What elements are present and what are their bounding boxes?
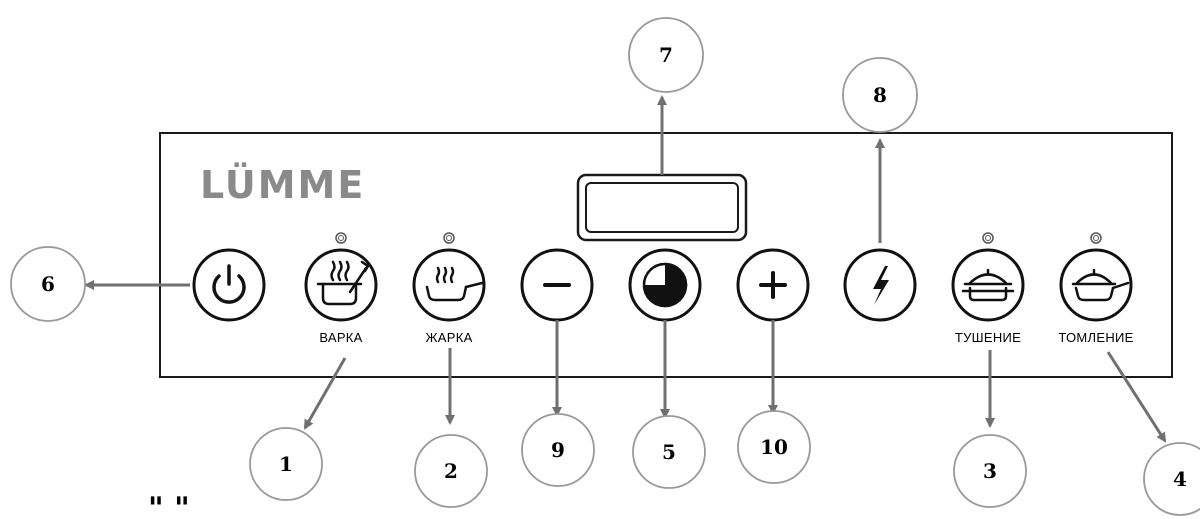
callout-6: 6 (10, 246, 86, 322)
timer-icon (642, 262, 688, 308)
fry-label: ЖАРКА (425, 330, 472, 345)
svg-text:1: 1 (279, 452, 293, 476)
boiling-pot-icon (316, 260, 370, 306)
svg-text:4: 4 (1173, 467, 1187, 491)
indicator-light (982, 232, 994, 244)
svg-text:10: 10 (760, 435, 788, 459)
lightning-icon (873, 266, 889, 305)
frying-pan-icon (425, 266, 484, 302)
boil-label: ВАРКА (319, 330, 362, 345)
svg-text:7: 7 (659, 43, 673, 67)
footer-quote-marks: " " (148, 491, 190, 519)
svg-text:5: 5 (662, 440, 676, 464)
simmer-button[interactable]: ТОМЛЕНИЕ (1058, 232, 1133, 345)
callout-10: 10 (737, 410, 811, 484)
arrow-1 (303, 357, 347, 430)
stew-button[interactable]: ТУШЕНИЕ (951, 232, 1025, 345)
callout-arrows (84, 95, 1167, 443)
svg-text:2: 2 (444, 459, 458, 483)
brand-logo: LÜMME (200, 163, 365, 207)
callout-3: 3 (953, 434, 1027, 508)
indicator-light (335, 232, 347, 244)
power-button[interactable] (192, 248, 266, 322)
callout-1: 1 (249, 427, 323, 501)
minus-button[interactable] (520, 248, 594, 322)
callout-8: 8 (842, 57, 918, 133)
callout-7: 7 (628, 17, 704, 93)
callout-5: 5 (632, 415, 706, 489)
plus-icon (759, 271, 787, 299)
svg-text:9: 9 (551, 438, 565, 462)
simmer-label: ТОМЛЕНИЕ (1058, 330, 1133, 345)
arrow-4 (1106, 351, 1167, 443)
indicator-light (1090, 232, 1102, 244)
callout-2: 2 (414, 434, 488, 508)
boost-button[interactable] (843, 248, 917, 322)
svg-text:6: 6 (41, 272, 55, 296)
casserole-icon (961, 268, 1015, 302)
svg-text:3: 3 (983, 459, 997, 483)
svg-text:8: 8 (873, 83, 887, 107)
stew-label: ТУШЕНИЕ (955, 330, 1021, 345)
plus-button[interactable] (736, 248, 810, 322)
callout-9: 9 (521, 413, 595, 487)
indicator-light (443, 232, 455, 244)
boil-button[interactable]: ВАРКА (304, 232, 378, 345)
callout-4: 4 (1143, 442, 1200, 516)
fry-button[interactable]: ЖАРКА (412, 232, 486, 345)
power-icon (212, 264, 246, 304)
timer-button[interactable] (628, 248, 702, 322)
pan-lid-icon (1071, 268, 1130, 302)
